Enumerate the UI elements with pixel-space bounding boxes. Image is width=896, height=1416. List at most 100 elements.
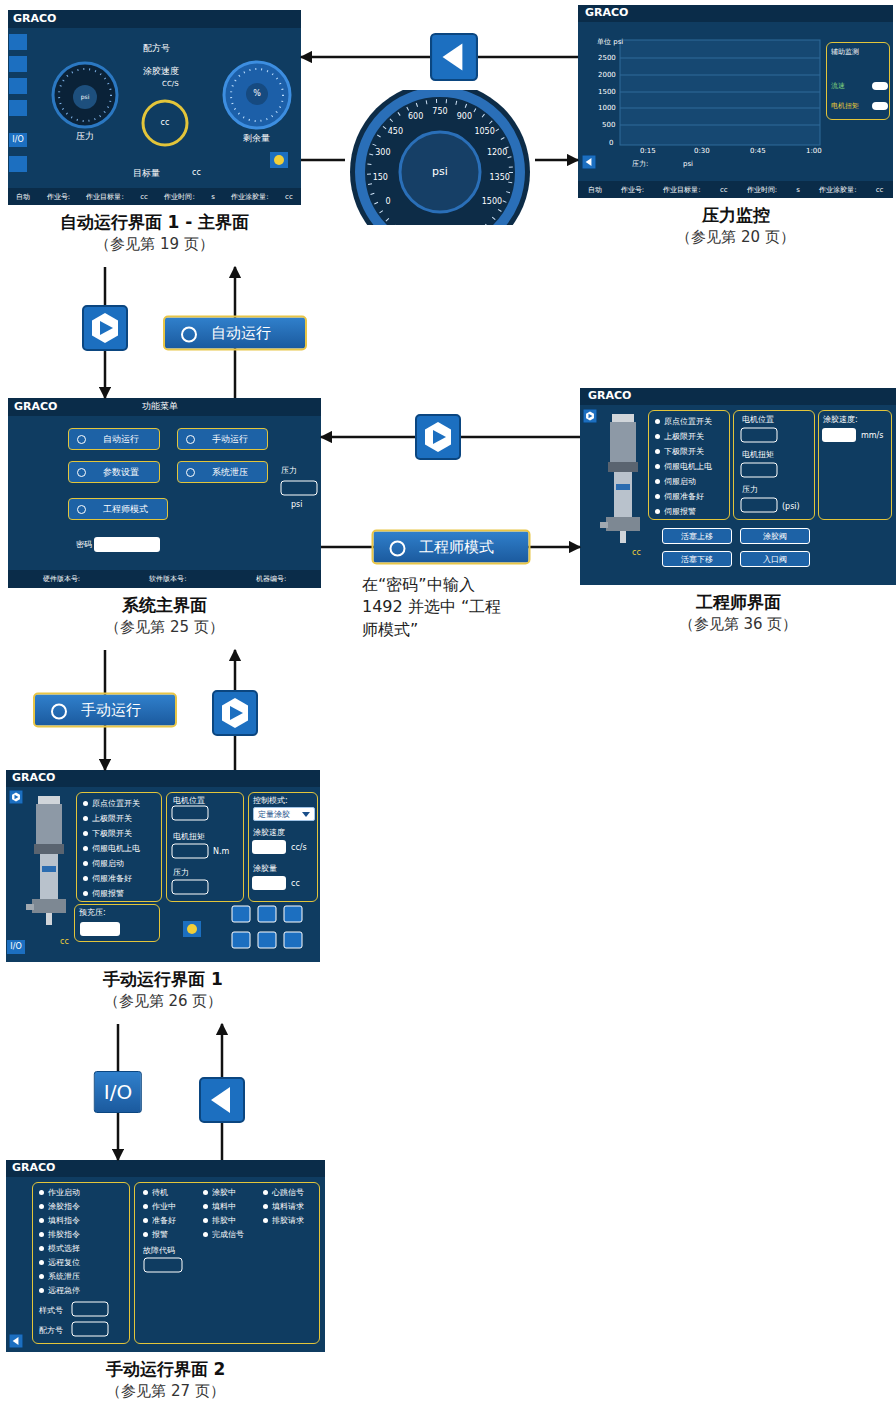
ui-text: mm/s: [861, 431, 883, 440]
ui-text: 控制模式:: [253, 795, 288, 806]
nav-icons: [83, 306, 127, 350]
ui-text: 下极限开关: [83, 828, 132, 839]
nav-icons: [213, 691, 257, 735]
ui-text: 入口阀: [763, 554, 787, 565]
action-button: 入口阀: [740, 551, 810, 567]
manual-screen-2: [72, 1302, 108, 1316]
ui-text: 电机扭矩: [173, 831, 205, 842]
screen-label: 2500: [598, 54, 616, 62]
manual-screen-1: [172, 844, 208, 858]
ui-text: 排胶指令: [39, 1229, 80, 1240]
action-button: 活塞上移: [662, 528, 732, 544]
manual-screen-2: [6, 1160, 325, 1352]
screen-label: GRACO: [585, 7, 628, 20]
ui-text: cc/s: [291, 843, 307, 852]
screen-label: 压力: [76, 131, 94, 141]
action-button: 活塞下移: [662, 551, 732, 567]
ui-panel: 定量涂胶控制模式:涂胶速度cc/s涂胶量cc: [248, 792, 318, 902]
manual-screen-1: [80, 922, 120, 936]
status-bar: 自动作业号:作业目标量:cc作业时间:s作业涂胶量:cc: [8, 188, 301, 205]
screen-label: 压力: [281, 466, 297, 475]
ui-text: 系统泄压: [212, 466, 248, 479]
screen-label: 单位 psi: [597, 38, 623, 46]
pressure-screen: [620, 40, 820, 145]
manual-screen-2: [6, 1160, 325, 1352]
menu-button: 自动运行: [68, 428, 160, 450]
auto-screen: [270, 152, 288, 168]
manual-screen-1: [6, 770, 320, 962]
screen-label: 500: [602, 121, 615, 129]
ui-panel: 辅助监测流速电机扭矩: [826, 42, 890, 120]
manual-screen-2: [9, 1334, 22, 1347]
ui-text: 涂胶中: [203, 1187, 236, 1198]
screen-label: cc: [192, 168, 201, 177]
screen-label: 300: [375, 149, 390, 158]
engineer-screen: [583, 409, 596, 422]
screen-label: 1500: [598, 88, 616, 96]
manual-screen-1: [258, 906, 276, 922]
ui-text: 作业涂胶量:: [819, 185, 856, 195]
screen-label: 目标量: [133, 168, 160, 178]
screen-panel: 作业启动涂胶指令填料指令排胶指令模式选择远程复位系统泄压远程急停样式号配方号 待机…: [6, 1160, 325, 1414]
screen-label: GRACO: [588, 390, 631, 403]
nav-button: 工程师模式: [371, 530, 530, 565]
auto-screen: [143, 101, 187, 145]
pressure-gauge: [400, 132, 480, 212]
screen-label: 750: [432, 107, 447, 116]
ui-text: 软件版本号:: [149, 574, 186, 584]
screen-label: 900: [457, 113, 472, 122]
screen-title: 自动运行界面 1 - 主界面: [8, 211, 301, 234]
pressure-screen: [620, 58, 820, 125]
manual-screen-1: [26, 796, 66, 925]
engineer-screen: [822, 428, 856, 442]
page-reference: （参见第 19 页）: [8, 235, 301, 254]
screen-title: 手动运行界面 1: [6, 968, 320, 991]
menu-button: 手动运行: [177, 428, 268, 450]
screen-label: 密码: [76, 540, 92, 549]
nav-icons: [431, 34, 477, 80]
auto-screen: [9, 56, 27, 72]
ui-text: 待机: [143, 1187, 168, 1198]
system-screen: [94, 537, 160, 552]
page-reference: （参见第 36 页）: [580, 615, 896, 634]
page-reference: （参见第 20 页）: [578, 228, 893, 247]
screen-label: GRACO: [14, 401, 57, 414]
auto-screen: [9, 78, 27, 94]
engineer-screen: [600, 414, 640, 543]
ui-text: 手动运行: [212, 433, 248, 446]
auto-screen: [231, 69, 283, 121]
ui-text: 预充压:: [79, 907, 106, 918]
manual-screen-1: [172, 880, 208, 894]
ui-text: 涂胶速度: [253, 827, 285, 838]
nav-icons: [200, 1078, 244, 1122]
ui-text: 涂胶指令: [39, 1201, 80, 1212]
ui-text: 作业时间:: [747, 185, 777, 195]
ui-text: 报警: [143, 1229, 168, 1240]
manual-screen-1: [252, 840, 286, 854]
screen-label: psi: [81, 94, 90, 101]
manual-screen-1: [232, 932, 250, 948]
screen-title: 手动运行界面 2: [6, 1358, 325, 1381]
manual-screen-1: [284, 906, 302, 922]
ui-text: 伺服报警: [83, 888, 124, 899]
system-screen: [8, 398, 321, 416]
ui-panel: 涂胶速度:mm/s: [818, 410, 892, 520]
ui-text: 作业涂胶量:: [231, 192, 268, 202]
auto-screen: [73, 85, 97, 109]
screen-label: 2000: [598, 71, 616, 79]
screen-panel: 自动运行手动运行参数设置系统泄压工程师模式硬件版本号:软件版本号:机器编号:系统…: [8, 398, 321, 650]
screen-label: 1:00: [806, 147, 822, 155]
manual-screen-1: [258, 932, 276, 948]
ui-panel: 作业启动涂胶指令填料指令排胶指令模式选择远程复位系统泄压远程急停样式号配方号: [32, 1182, 130, 1344]
engineer-screen: [580, 388, 896, 405]
screen-label: GRACO: [12, 1162, 55, 1175]
ui-text: cc: [140, 193, 148, 201]
page-reference: （参见第 25 页）: [8, 618, 321, 637]
manual-screen-1: [183, 921, 201, 937]
screen-label: 1500: [482, 197, 502, 206]
pressure-screen: [578, 5, 893, 22]
ui-text: 心跳信号: [263, 1187, 304, 1198]
manual-screen-2: [6, 1160, 325, 1177]
ui-text: 机器编号:: [256, 574, 286, 584]
